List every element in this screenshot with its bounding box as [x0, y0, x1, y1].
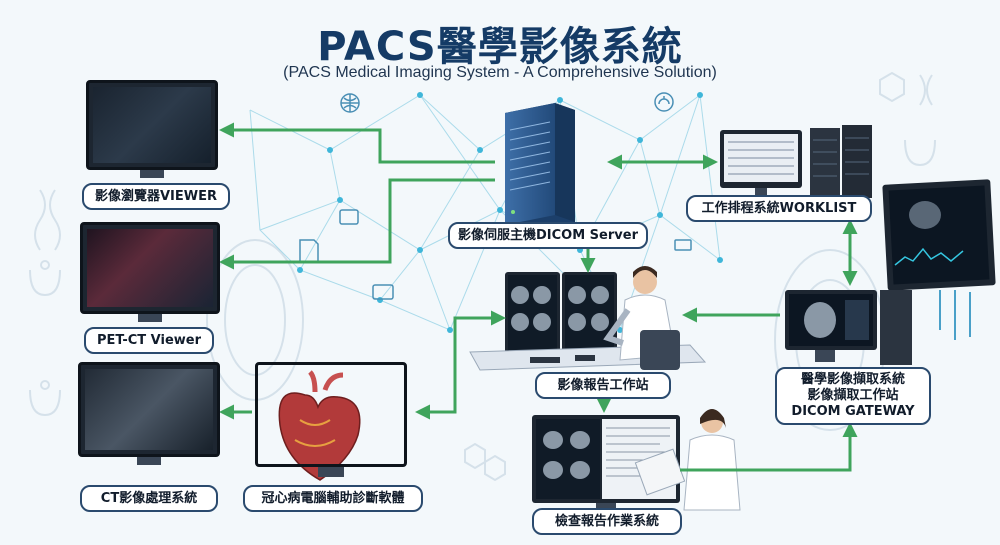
label-ct-processing: CT影像處理系統 [80, 485, 218, 512]
report-workstation-equipment [469, 266, 707, 371]
network-nodes [297, 92, 723, 333]
label-exam-report: 檢查報告作業系統 [532, 508, 682, 535]
pet-ct-monitor [80, 222, 220, 314]
label-report-workstation: 影像報告工作站 [535, 372, 671, 399]
page-title: PACS醫學影像系統 [317, 24, 683, 70]
exam-report-equipment [532, 409, 741, 511]
label-pet-ct-viewer: PET-CT Viewer [84, 327, 214, 354]
cardiac-cad-monitor-stand [318, 467, 344, 477]
dicom-server-tower [505, 103, 575, 232]
viewer-monitor [86, 80, 218, 170]
label-dicom-server: 影像伺服主機DICOM Server [448, 222, 648, 249]
worklist-equipment [720, 125, 872, 198]
label-dicom-gateway: 醫學影像擷取系統 影像擷取工作站 DICOM GATEWAY [775, 367, 931, 425]
label-cardiac-cad: 冠心病電腦輔助診斷軟體 [243, 485, 423, 512]
page-subtitle: (PACS Medical Imaging System - A Compreh… [283, 64, 717, 81]
ct-processing-monitor-stand [137, 457, 161, 465]
connector-arrows [219, 122, 858, 472]
viewer-monitor-stand [140, 170, 164, 178]
label-worklist: 工作排程系統WORKLIST [686, 195, 872, 222]
cardiac-screen-content [278, 370, 361, 481]
label-dicom-gateway-line3: DICOM GATEWAY [791, 404, 915, 419]
network-icons [299, 92, 692, 300]
modality-monitor [882, 179, 996, 340]
ct-processing-monitor [78, 362, 220, 457]
gateway-workstation [785, 290, 912, 365]
label-dicom-gateway-line2: 影像擷取工作站 [807, 388, 899, 403]
label-dicom-gateway-line1: 醫學影像擷取系統 [800, 372, 905, 387]
cardiac-cad-monitor [255, 362, 407, 467]
label-viewer: 影像瀏覽器VIEWER [82, 183, 230, 210]
pet-ct-monitor-stand [138, 314, 162, 322]
